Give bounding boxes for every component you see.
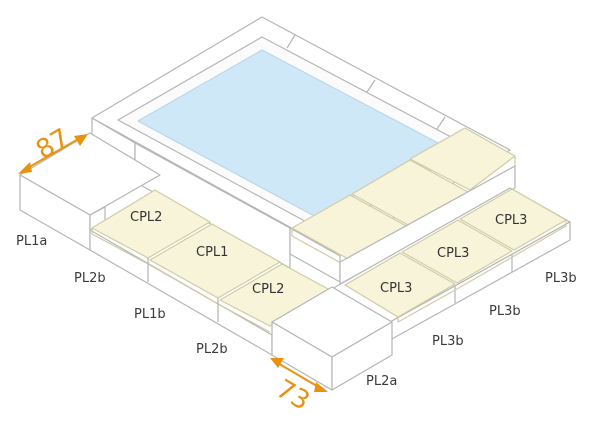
- label-pl3b-1: PL3b: [432, 334, 464, 349]
- label-pl2b-bottom: PL2b: [196, 342, 228, 357]
- tile-label-cpl2-left: CPL2: [130, 210, 162, 225]
- coping-joint: [366, 79, 376, 93]
- label-pl2a: PL2a: [366, 374, 397, 389]
- label-pl2b-top: PL2b: [74, 271, 106, 286]
- step-riser: [339, 165, 516, 285]
- tile-cpl3-b: [401, 219, 513, 284]
- coping-joint: [286, 34, 296, 49]
- tile-label-cpl1: CPL1: [196, 245, 228, 260]
- tile-edge: [397, 220, 567, 323]
- tile-label-cpl3-c: CPL3: [495, 213, 527, 228]
- double-arrow-icon: [18, 134, 88, 174]
- tile-cpl3-a: [344, 252, 456, 318]
- coping-joint: [436, 116, 446, 130]
- label-pl1b: PL1b: [134, 307, 166, 322]
- tile-label-cpl2-right: CPL2: [252, 282, 284, 297]
- tile-cpl2-left: [91, 189, 211, 259]
- label-pl3b-3: PL3b: [545, 271, 577, 286]
- double-arrow-icon: [270, 358, 328, 392]
- tile-label-cpl3-b: CPL3: [437, 246, 469, 261]
- tile-label-cpl3-a: CPL3: [380, 281, 412, 296]
- label-pl1a: PL1a: [16, 234, 47, 249]
- label-pl3b-2: PL3b: [489, 304, 521, 319]
- block-pl2a-right: [331, 321, 393, 391]
- tile-cpl1: [149, 223, 281, 299]
